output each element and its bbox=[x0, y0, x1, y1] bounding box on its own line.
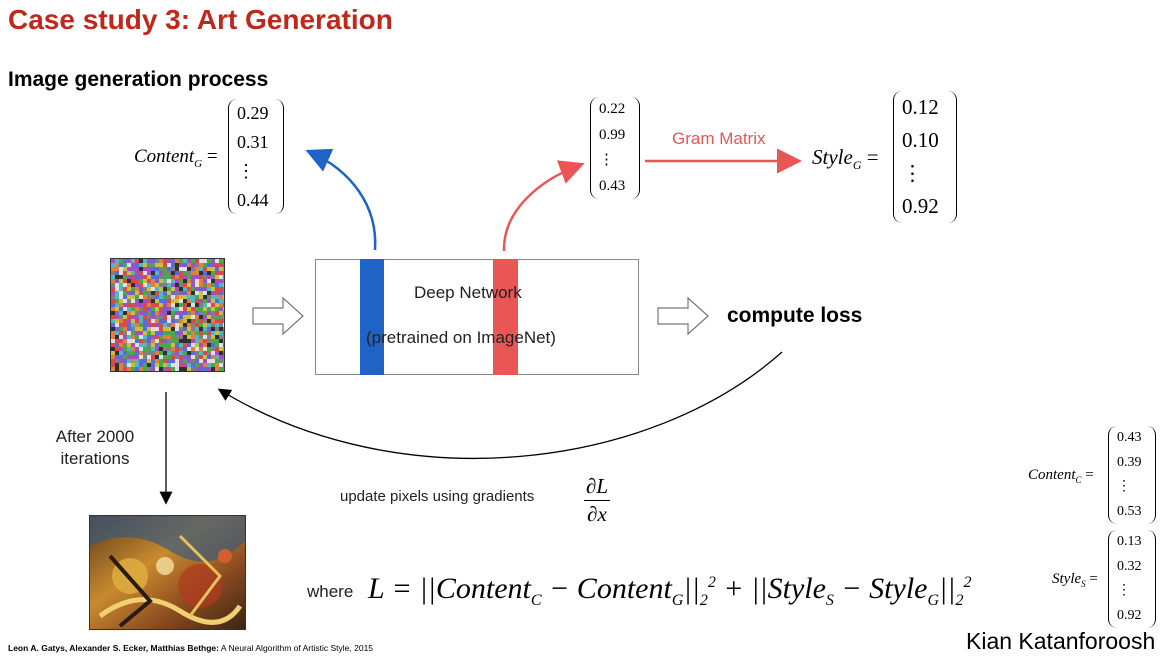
vector-entry: 0.92 bbox=[902, 194, 939, 218]
style-s-label: StyleS = bbox=[1052, 571, 1098, 589]
vector-entry: 0.43 bbox=[1117, 430, 1142, 446]
vector-entry: ⋮ bbox=[1117, 583, 1131, 599]
vector-entry: 0.12 bbox=[902, 95, 939, 119]
vector-entry: 0.32 bbox=[1117, 558, 1142, 574]
content-extraction-arrow bbox=[305, 148, 377, 251]
vector-entry: 0.44 bbox=[237, 189, 269, 210]
style-extraction-arrow bbox=[502, 160, 585, 252]
vector-entry: 0.53 bbox=[1117, 503, 1142, 519]
vector-entry: ⋮ bbox=[599, 152, 614, 169]
gradient-fraction: ∂L ∂x bbox=[584, 474, 610, 526]
content-c-vector: 0.43 0.39 ⋮ 0.53 bbox=[1108, 426, 1156, 524]
vector-entry: 0.29 bbox=[237, 103, 269, 124]
vector-entry: 0.43 bbox=[599, 177, 626, 194]
vector-entry: 0.99 bbox=[599, 126, 626, 143]
vector-entry: 0.31 bbox=[237, 132, 269, 153]
citation: Leon A. Gatys, Alexander S. Ecker, Matth… bbox=[8, 643, 374, 653]
vector-entry: 0.22 bbox=[599, 101, 626, 118]
style-activation-vector: 0.22 0.99 ⋮ 0.43 bbox=[590, 97, 640, 199]
content-g-vector: 0.29 0.31 ⋮ 0.44 bbox=[228, 99, 284, 214]
vector-entry: 0.39 bbox=[1117, 454, 1142, 470]
output-hollow-arrow bbox=[657, 296, 709, 336]
style-s-vector: 0.13 0.32 ⋮ 0.92 bbox=[1108, 530, 1156, 628]
slide-title: Case study 3: Art Generation bbox=[8, 4, 393, 35]
author-name: Kian Katanforoosh bbox=[966, 628, 1156, 654]
compute-loss-label: compute loss bbox=[727, 304, 863, 327]
style-g-vector: 0.12 0.10 ⋮ 0.92 bbox=[893, 91, 957, 223]
section-subtitle: Image generation process bbox=[8, 68, 269, 91]
generated-art-image bbox=[89, 515, 246, 630]
where-label: where bbox=[307, 582, 354, 601]
network-subtitle: (pretrained on ImageNet) bbox=[366, 328, 556, 347]
gram-matrix-label: Gram Matrix bbox=[672, 129, 766, 148]
vector-entry: ⋮ bbox=[237, 160, 255, 181]
update-pixels-label: update pixels using gradients bbox=[340, 488, 535, 505]
vector-entry: 0.92 bbox=[1117, 607, 1142, 623]
style-layer-bar bbox=[493, 259, 518, 375]
network-title: Deep Network bbox=[414, 283, 522, 302]
style-g-label: StyleG = bbox=[812, 145, 879, 173]
vector-entry: 0.13 bbox=[1117, 534, 1142, 550]
input-hollow-arrow bbox=[252, 296, 304, 336]
content-c-label: ContentC = bbox=[1028, 467, 1094, 485]
gradient-feedback-arrow bbox=[217, 351, 783, 460]
iterations-label: After 2000 iterations bbox=[55, 427, 135, 468]
vector-entry: ⋮ bbox=[902, 161, 923, 185]
vector-entry: 0.10 bbox=[902, 128, 939, 152]
content-g-label: ContentG = bbox=[134, 146, 218, 170]
content-layer-bar bbox=[360, 259, 384, 375]
vector-entry: ⋮ bbox=[1117, 479, 1131, 495]
loss-equation: L = ||ContentC − ContentG||22 + ||StyleS… bbox=[368, 572, 972, 609]
noise-image bbox=[110, 258, 227, 372]
